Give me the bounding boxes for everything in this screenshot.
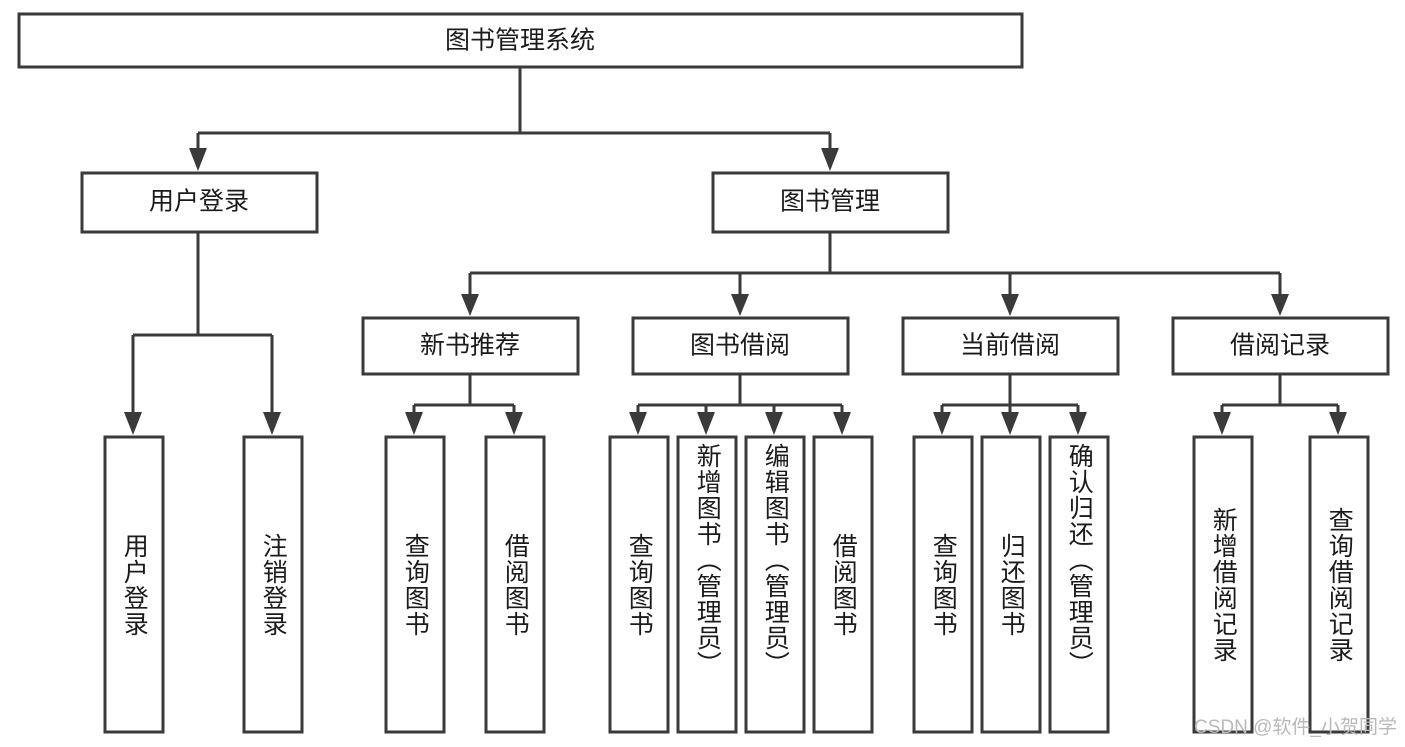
arrow-head-icon xyxy=(263,412,281,435)
arrow-head-icon xyxy=(1069,412,1087,435)
node-borrow-record[interactable]: 借阅记录 xyxy=(1171,316,1390,376)
leaf-box-book-borrow-4[interactable] xyxy=(812,435,874,734)
node-user-login[interactable]: 用户登录 xyxy=(80,171,319,234)
connector-group-root xyxy=(189,68,839,171)
leaf-box-book-borrow-2[interactable] xyxy=(676,435,738,734)
node-current-borrow-box[interactable] xyxy=(901,316,1120,376)
arrow-head-icon xyxy=(731,294,749,316)
node-new-book-recommend-label: 新书推荐 xyxy=(420,332,520,360)
connector-group-book-management xyxy=(461,233,1289,316)
node-book-borrow-box[interactable] xyxy=(631,316,850,376)
leaf-box-new-book-1[interactable] xyxy=(384,435,446,734)
arrow-head-icon xyxy=(1271,294,1289,316)
leaf-box-user-login-2[interactable] xyxy=(242,435,304,734)
node-root-label: 图书管理系统 xyxy=(445,27,595,55)
node-new-book-recommend[interactable]: 新书推荐 xyxy=(361,316,580,376)
leaf-box-book-borrow-3[interactable] xyxy=(744,435,806,734)
node-book-borrow[interactable]: 图书借阅 xyxy=(631,316,850,376)
connector-group-current-borrow xyxy=(933,375,1087,435)
arrow-head-icon xyxy=(124,412,142,435)
node-user-login-label: 用户登录 xyxy=(149,188,249,216)
node-root-system[interactable]: 图书管理系统 xyxy=(17,12,1024,69)
leaf-box-user-login-1[interactable] xyxy=(103,435,165,734)
leaf-box-current-borrow-3[interactable] xyxy=(1048,435,1110,734)
leaf-box-current-borrow-1[interactable] xyxy=(912,435,974,734)
arrow-head-icon xyxy=(1213,412,1231,435)
arrow-head-icon xyxy=(461,294,479,316)
node-root-box[interactable] xyxy=(17,12,1024,69)
node-book-management-label: 图书管理 xyxy=(780,188,880,216)
arrow-head-icon xyxy=(405,412,423,435)
arrow-head-icon xyxy=(1001,412,1019,435)
connector-group-new-book xyxy=(405,375,523,435)
csdn-watermark: CSDN @软件_小贺同学 xyxy=(1194,717,1397,738)
arrow-head-icon xyxy=(697,412,715,435)
arrow-head-icon xyxy=(821,148,839,171)
node-borrow-record-label: 借阅记录 xyxy=(1230,332,1330,360)
node-book-borrow-label: 图书借阅 xyxy=(690,332,790,360)
node-new-book-recommend-box[interactable] xyxy=(361,316,580,376)
leaf-box-book-borrow-1[interactable] xyxy=(608,435,670,734)
leaf-box-borrow-record-2[interactable] xyxy=(1308,435,1370,734)
connector-group-user-login xyxy=(124,233,281,435)
node-book-management-box[interactable] xyxy=(711,171,950,234)
leaf-box-borrow-record-1[interactable] xyxy=(1192,435,1254,734)
connector-group-borrow-record xyxy=(1213,375,1347,435)
arrow-head-icon xyxy=(629,412,647,435)
connector-group-book-borrow xyxy=(629,375,851,435)
arrow-head-icon xyxy=(1001,294,1019,316)
leaf-box-new-book-2[interactable] xyxy=(484,435,546,734)
node-current-borrow[interactable]: 当前借阅 xyxy=(901,316,1120,376)
arrow-head-icon xyxy=(833,412,851,435)
node-user-login-box[interactable] xyxy=(80,171,319,234)
arrow-head-icon xyxy=(1329,412,1347,435)
node-book-management[interactable]: 图书管理 xyxy=(711,171,950,234)
arrow-head-icon xyxy=(933,412,951,435)
node-current-borrow-label: 当前借阅 xyxy=(960,332,1060,360)
arrow-head-icon xyxy=(765,412,783,435)
node-borrow-record-box[interactable] xyxy=(1171,316,1390,376)
leaf-box-current-borrow-2[interactable] xyxy=(980,435,1042,734)
arrow-head-icon xyxy=(505,412,523,435)
arrow-head-icon xyxy=(189,148,207,171)
